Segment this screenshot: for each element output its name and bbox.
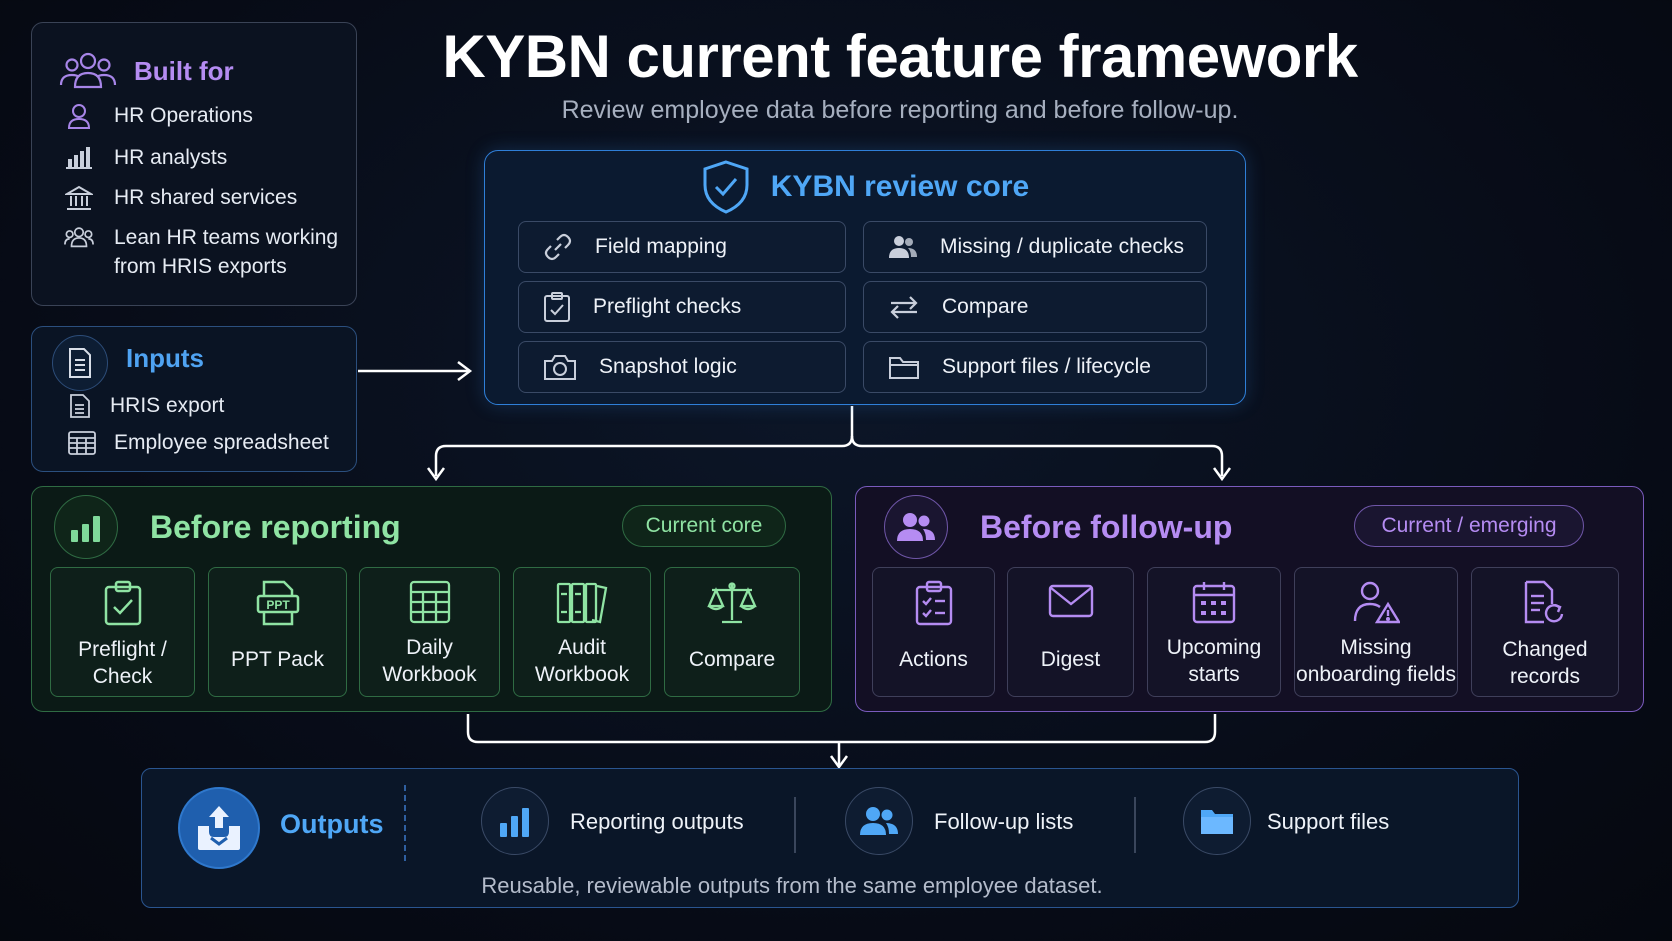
outputs-divider — [404, 785, 406, 861]
core-item-missing-duplicate[interactable]: Missing / duplicate checks — [863, 221, 1207, 273]
review-core-panel: KYBN review core Field mapping Missing /… — [484, 150, 1246, 405]
person-icon — [64, 101, 94, 129]
built-for-item: HR shared services — [64, 183, 297, 212]
compare-arrows-icon — [888, 294, 920, 320]
spreadsheet-icon — [68, 431, 96, 455]
bar-chart-icon — [64, 143, 94, 169]
svg-text:PPT: PPT — [266, 598, 290, 612]
built-for-item: HR Operations — [64, 101, 253, 130]
calendar-icon — [1192, 580, 1236, 624]
link-icon — [543, 232, 573, 262]
review-core-heading: KYBN review core — [770, 170, 1030, 203]
output-item-label: Reporting outputs — [570, 809, 744, 834]
card-digest[interactable]: Digest — [1007, 567, 1134, 697]
user-warning-icon — [1352, 580, 1400, 624]
folder-icon — [1183, 787, 1251, 855]
built-for-heading: Built for — [134, 55, 234, 86]
bank-icon — [64, 183, 94, 211]
output-divider — [1134, 797, 1136, 853]
people-group-icon — [58, 49, 118, 93]
clipboard-check-icon — [103, 580, 143, 626]
core-item-snapshot-logic[interactable]: Snapshot logic — [518, 341, 846, 393]
core-item-field-mapping[interactable]: Field mapping — [518, 221, 846, 273]
document-icon — [68, 393, 92, 419]
core-item-compare[interactable]: Compare — [863, 281, 1207, 333]
status-badge: Current / emerging — [1354, 505, 1584, 547]
outputs-caption: Reusable, reviewable outputs from the sa… — [481, 873, 1103, 898]
document-refresh-icon — [1522, 580, 1568, 626]
users-icon — [845, 787, 913, 855]
outputs-heading: Outputs — [280, 809, 384, 839]
page-subtitle: Review employee data before reporting an… — [561, 96, 1239, 124]
ppt-file-icon: PPT — [255, 580, 301, 626]
clipboard-check-icon — [543, 291, 571, 323]
output-item-label: Support files — [1267, 809, 1390, 834]
spreadsheet-icon — [409, 580, 451, 624]
scales-icon — [706, 580, 758, 626]
camera-icon — [543, 353, 577, 381]
inputs-panel: Inputs HRIS export Employee spreadsheet — [31, 326, 357, 472]
folder-icon — [888, 354, 920, 380]
mail-icon — [1048, 580, 1094, 620]
before-followup-heading: Before follow-up — [980, 509, 1233, 545]
card-preflight-check[interactable]: Preflight /Check — [50, 567, 195, 697]
built-for-item: HR analysts — [64, 143, 227, 172]
people-icon — [64, 223, 94, 249]
bar-chart-icon — [481, 787, 549, 855]
input-item: HRIS export — [68, 393, 224, 419]
page-title: KYBN current feature framework — [442, 23, 1358, 90]
outputs-panel: Outputs Reporting outputs Follow-up list… — [141, 768, 1519, 908]
document-icon — [52, 335, 108, 391]
binders-icon — [556, 580, 608, 624]
checklist-icon — [914, 580, 954, 626]
status-badge: Current core — [622, 505, 786, 547]
card-ppt-pack[interactable]: PPT PPT Pack — [208, 567, 347, 697]
output-item-label: Follow-up lists — [934, 809, 1074, 834]
core-item-preflight-checks[interactable]: Preflight checks — [518, 281, 846, 333]
users-icon — [888, 234, 918, 260]
card-actions[interactable]: Actions — [872, 567, 995, 697]
before-reporting-heading: Before reporting — [150, 509, 401, 545]
built-for-panel: Built for HR Operations HR analysts HR s… — [31, 22, 357, 306]
review-core-header: KYBN review core — [485, 159, 1245, 215]
output-divider — [794, 797, 796, 853]
built-for-header: Built for — [58, 49, 234, 93]
users-icon — [884, 495, 948, 559]
input-item: Employee spreadsheet — [68, 431, 329, 455]
shield-check-icon — [701, 159, 751, 215]
card-compare[interactable]: Compare — [664, 567, 800, 697]
built-for-item: Lean HR teams working from HRIS exports — [64, 223, 338, 281]
bar-chart-icon — [54, 495, 118, 559]
before-reporting-panel: Before reporting Current core Preflight … — [31, 486, 832, 712]
inputs-heading: Inputs — [126, 343, 204, 373]
core-item-support-files[interactable]: Support files / lifecycle — [863, 341, 1207, 393]
inbox-upload-icon — [178, 787, 260, 869]
before-followup-panel: Before follow-up Current / emerging Acti… — [855, 486, 1644, 712]
